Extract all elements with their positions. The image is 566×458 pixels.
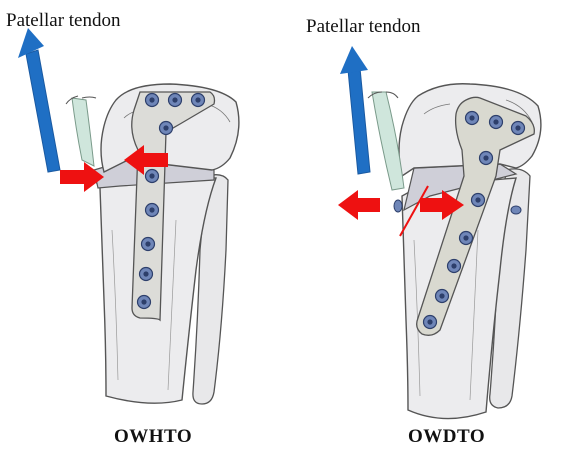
owhto-tendon-stroke: [82, 97, 96, 98]
screw-head: [451, 263, 456, 268]
owdto-tendon-label: Patellar tendon: [306, 16, 421, 38]
owhto-blue-up-arrow: [18, 28, 60, 172]
screw-head: [515, 125, 520, 130]
screw-head: [427, 319, 432, 324]
owdto-screw-tip-left: [394, 200, 402, 212]
owdto-red-left-arrow: [338, 190, 380, 220]
screw-head: [439, 293, 444, 298]
owdto-screw-tip-right: [511, 206, 521, 214]
owhto-tendon-label: Patellar tendon: [6, 10, 121, 32]
screw-head: [145, 241, 150, 246]
screw-head: [195, 97, 200, 102]
screw-head: [149, 97, 154, 102]
screw-head: [493, 119, 498, 124]
owhto-procedure-label: OWHTO: [114, 426, 192, 448]
screw-head: [149, 173, 154, 178]
screw-head: [172, 97, 177, 102]
owdto-blue-up-arrow: [340, 46, 370, 174]
screw-head: [475, 197, 480, 202]
owdto-procedure-label: OWDTO: [408, 426, 485, 448]
screw-head: [163, 125, 168, 130]
owdto-tendon-stroke: [386, 92, 398, 98]
screw-head: [149, 207, 154, 212]
screw-head: [469, 115, 474, 120]
screw-head: [463, 235, 468, 240]
screw-head: [143, 271, 148, 276]
owhto-patellar-tendon: [72, 98, 94, 166]
screw-head: [483, 155, 488, 160]
screw-head: [141, 299, 146, 304]
